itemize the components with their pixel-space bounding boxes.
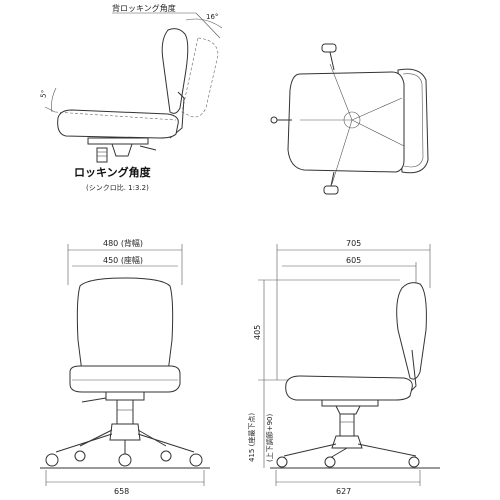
front-seat-width-label: 450 (座幅) xyxy=(103,255,143,265)
side-total-depth-label: 705 xyxy=(346,239,361,248)
back-rocking-angle-label: 背ロッキング角度 xyxy=(112,3,176,13)
side-view: 705 605 405 415 (座最下点) (上下調節+90) xyxy=(247,239,440,496)
front-base-width-label: 658 xyxy=(114,487,129,496)
rocking-side-view: 背ロッキング角度 16° 5° ロッキング角度 (シンクロ比. 1:3.2) xyxy=(39,3,223,192)
sync-ratio-label: (シンクロ比. 1:3.2) xyxy=(86,183,149,192)
side-base-depth-label: 627 xyxy=(336,487,351,496)
side-seat-adjust-label: (上下調節+90) xyxy=(265,413,274,462)
front-view: 480 (背幅) 450 (座幅) 658 xyxy=(40,238,210,496)
front-back-width-label: 480 (背幅) xyxy=(103,238,143,248)
seat-angle-label: 5° xyxy=(39,89,48,98)
side-back-height-label: 405 xyxy=(253,325,262,340)
side-seat-depth-label: 605 xyxy=(346,256,361,265)
plan-view xyxy=(270,43,429,195)
rocking-angle-title: ロッキング角度 xyxy=(74,165,152,179)
back-angle-label: 16° xyxy=(206,13,218,21)
side-seat-height-label: 415 (座最下点) xyxy=(247,413,256,462)
